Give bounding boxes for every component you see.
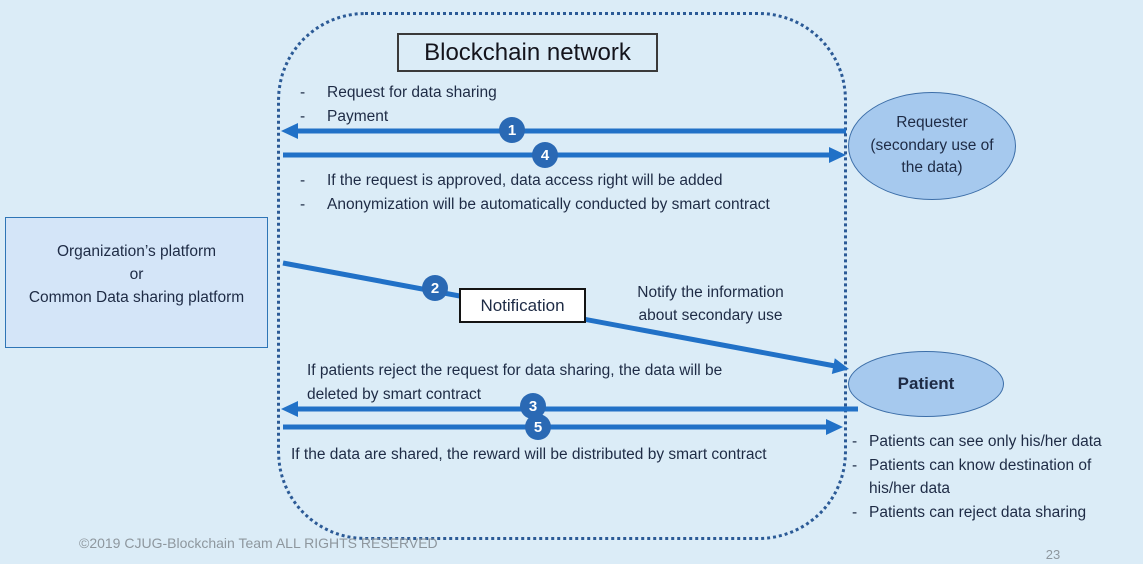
reject-annotation: If patients reject the request for data … — [307, 362, 723, 403]
approval-annotation-list: - If the request is approved, data acces… — [300, 169, 770, 217]
arrow-5-head — [826, 419, 843, 435]
patient-right-label: Patients can know destination of his/her… — [869, 456, 1092, 498]
notification-label: Notification — [480, 295, 565, 315]
notification-node: Notification — [459, 288, 586, 323]
patient-node: Patient — [848, 351, 1004, 417]
reward-annotation: If the data are shared, the reward will … — [291, 446, 767, 463]
arrow-3-head — [281, 401, 298, 417]
dash-bullet: - — [852, 503, 858, 521]
notify-annotation: Notify the information about secondary u… — [637, 284, 784, 324]
patient-label: Patient — [897, 374, 955, 393]
list-item: - Request for data sharing — [300, 81, 497, 105]
arrow-4-head — [829, 147, 846, 163]
copyright-text: ©2019 CJUG-Blockchain Team ALL RIGHTS RE… — [79, 535, 438, 551]
approval-item-label: If the request is approved, data access … — [327, 172, 723, 189]
request-annotation-list: - Request for data sharing - Payment — [300, 81, 497, 128]
list-item: - Anonymization will be automatically co… — [300, 193, 770, 217]
title-box: Blockchain network — [397, 33, 658, 72]
page-title: Blockchain network — [424, 38, 631, 66]
approval-item-label: Anonymization will be automatically cond… — [327, 196, 770, 213]
request-item-label: Payment — [327, 107, 389, 125]
dash-bullet: - — [300, 84, 306, 101]
step-badge-2: 2 — [422, 275, 448, 301]
step-badge-5: 5 — [525, 414, 551, 440]
list-item: - Payment — [300, 105, 497, 129]
patient-rights-list: - Patients can see only his/her data - P… — [852, 430, 1140, 524]
list-item: - Patients can reject data sharing — [852, 501, 1140, 525]
step-badge-1: 1 — [499, 117, 525, 143]
requester-node: Requester (secondary use of the data) — [848, 92, 1016, 200]
platform-label: Organization’s platform or Common Data s… — [28, 243, 245, 306]
patient-right-label: Patients can see only his/her data — [869, 433, 1102, 450]
platform-node: Organization’s platform or Common Data s… — [5, 217, 268, 348]
arrow-1-head — [281, 123, 298, 139]
dash-bullet: - — [300, 172, 306, 189]
blockchain-network-boundary — [277, 12, 847, 540]
dash-bullet: - — [300, 196, 306, 213]
request-item-label: Request for data sharing — [327, 84, 497, 101]
patient-right-label: Patients can reject data sharing — [869, 503, 1087, 521]
dash-bullet: - — [852, 456, 858, 474]
page-number: 23 — [1045, 547, 1061, 562]
dash-bullet: - — [300, 107, 306, 125]
requester-label: Requester (secondary use of the data) — [870, 114, 994, 177]
dash-bullet: - — [852, 433, 858, 450]
list-item: - If the request is approved, data acces… — [300, 169, 770, 193]
list-item: - Patients can know destination of his/h… — [852, 454, 1140, 501]
list-item: - Patients can see only his/her data — [852, 430, 1140, 454]
arrow-2-head — [831, 358, 849, 374]
step-badge-4: 4 — [532, 142, 558, 168]
